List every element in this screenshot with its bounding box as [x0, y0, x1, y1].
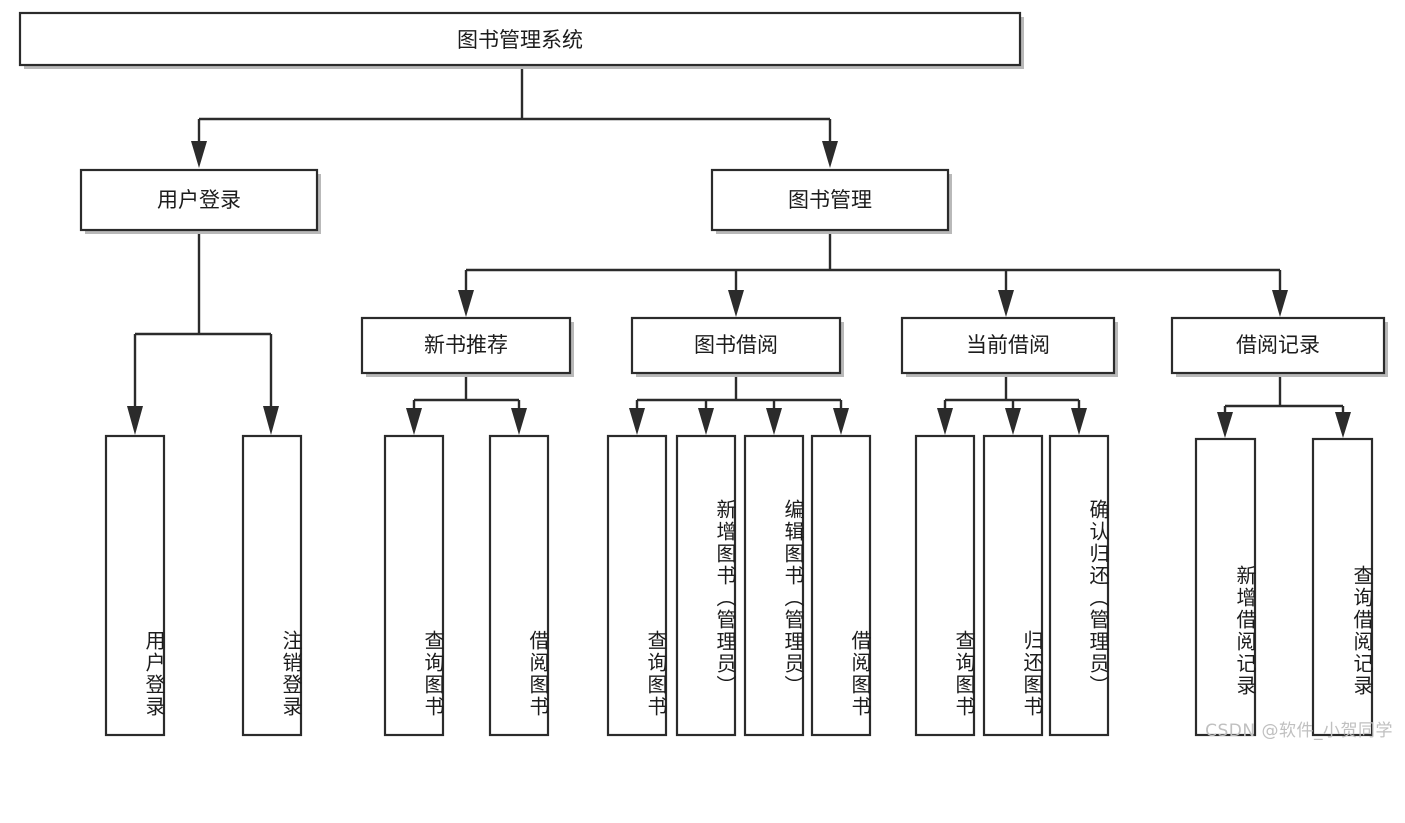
node-book-management[interactable]: 图书管理: [710, 168, 952, 234]
arrow-borrowrecord-leaf-1: [1217, 412, 1233, 438]
leaf-boxes: [104, 434, 1374, 737]
leaf-box-borrow-record-1[interactable]: [1194, 437, 1257, 737]
leaf-box-book-borrow-4[interactable]: [810, 434, 872, 737]
arrow-to-userlogin: [191, 141, 207, 168]
book-borrow-box[interactable]: [630, 316, 842, 375]
arrow-userlogin-leaf-1: [127, 406, 143, 435]
connectors: [127, 69, 1351, 438]
leaf-box-current-borrow-3[interactable]: [1048, 434, 1110, 737]
user-login-label: 用户登录: [157, 188, 241, 212]
leaf-box-user-login-2[interactable]: [241, 434, 303, 737]
arrow-to-borrowrecord: [1272, 290, 1288, 317]
leaf-box-current-borrow-1[interactable]: [914, 434, 976, 737]
new-book-recommend-label: 新书推荐: [424, 333, 508, 357]
arrow-bookborrow-leaf-2: [698, 408, 714, 435]
book-management-box[interactable]: [710, 168, 950, 232]
arrow-userlogin-leaf-2: [263, 406, 279, 435]
csdn-watermark: CSDN @软件_小贺同学: [1205, 721, 1393, 741]
node-user-login[interactable]: 用户登录: [79, 168, 321, 234]
arrow-bookborrow-leaf-1: [629, 408, 645, 435]
leaf-box-current-borrow-2[interactable]: [982, 434, 1044, 737]
arrow-to-currentborrow: [998, 290, 1014, 317]
arrow-bookborrow-leaf-4: [833, 408, 849, 435]
arrow-newbook-leaf-1: [406, 408, 422, 435]
arrow-currentborrow-leaf-3: [1071, 408, 1087, 435]
root-box[interactable]: [18, 11, 1022, 67]
node-book-borrow[interactable]: 图书借阅: [630, 316, 844, 377]
arrow-to-bookborrow: [728, 290, 744, 317]
arrow-newbook-leaf-2: [511, 408, 527, 435]
user-login-box[interactable]: [79, 168, 319, 232]
leaf-box-user-login-1[interactable]: [104, 434, 166, 737]
leaf-box-borrow-record-2[interactable]: [1311, 437, 1374, 737]
arrow-currentborrow-leaf-1: [937, 408, 953, 435]
new-book-recommend-box[interactable]: [360, 316, 572, 375]
node-root[interactable]: 图书管理系统: [18, 11, 1024, 69]
borrow-record-box[interactable]: [1170, 316, 1386, 375]
current-borrow-box[interactable]: [900, 316, 1116, 375]
arrow-bookborrow-leaf-3: [766, 408, 782, 435]
arrow-borrowrecord-leaf-2: [1335, 412, 1351, 438]
org-chart-svg: 图书管理系统 用户登录 图书管理 新书推荐 图书借阅 当前借阅 借阅记录: [18, 11, 1388, 737]
arrow-to-bookmgmt: [822, 141, 838, 168]
leaf-box-new-book-1[interactable]: [383, 434, 445, 737]
arrow-currentborrow-leaf-2: [1005, 408, 1021, 435]
node-current-borrow[interactable]: 当前借阅: [900, 316, 1118, 377]
arrow-to-newbook: [458, 290, 474, 317]
node-borrow-record[interactable]: 借阅记录: [1170, 316, 1388, 377]
book-management-label: 图书管理: [788, 188, 872, 212]
current-borrow-label: 当前借阅: [966, 333, 1050, 357]
leaf-box-new-book-2[interactable]: [488, 434, 550, 737]
leaf-box-book-borrow-1[interactable]: [606, 434, 668, 737]
borrow-record-label: 借阅记录: [1236, 333, 1320, 357]
root-label: 图书管理系统: [457, 28, 583, 52]
leaf-box-book-borrow-3[interactable]: [743, 434, 805, 737]
leaf-box-book-borrow-2[interactable]: [675, 434, 737, 737]
book-borrow-label: 图书借阅: [694, 333, 778, 357]
node-new-book-recommend[interactable]: 新书推荐: [360, 316, 574, 377]
